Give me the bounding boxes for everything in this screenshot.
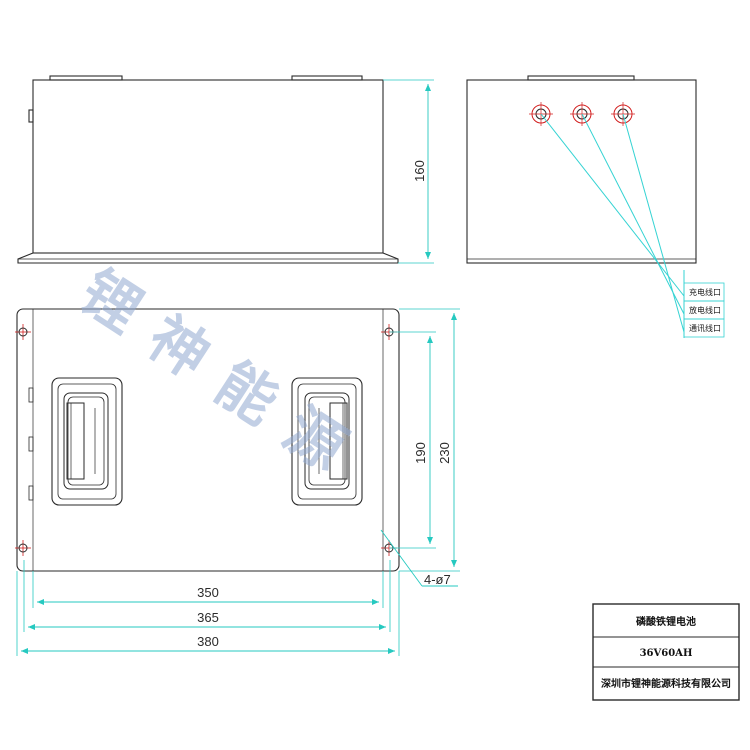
side-view [17,75,399,264]
watermark-char: 神 [136,303,222,392]
side-view-body [32,79,384,254]
front-mid-width-label: 365 [197,610,219,625]
port-leaders [540,113,685,338]
front-view-plate [16,308,400,572]
front-inner-width-label: 350 [197,585,219,600]
side-view-flange [17,252,399,264]
product-name: 磷酸铁锂电池 [636,615,696,628]
left-handle [51,377,123,506]
watermark-char: 能 [204,349,290,438]
discharge-port-label: 放电线口 [689,305,721,315]
hole-spec-label: 4-ø7 [424,572,451,587]
communication-port-label: 通讯线口 [689,323,721,333]
side-view-top-tab-right [291,75,363,81]
side-view-height-dimension: 160 [383,79,434,264]
front-view-height-dimensions [389,308,460,572]
title-block: 磷酸铁锂电池 36V60AH 深圳市锂神能源科技有限公司 [592,603,740,701]
charge-port-label: 充电线口 [689,287,721,297]
top-view-top-tab [527,75,635,81]
mounting-hole-icon [15,324,31,340]
right-handle [291,377,363,506]
side-view-top-tab-left [49,75,123,81]
front-outer-width-label: 380 [197,634,219,649]
watermark: 锂 神 能 源 [68,257,358,484]
mounting-hole-icon [15,540,31,556]
front-view [16,308,400,572]
port-callouts: 充电线口 放电线口 通讯线口 [683,282,725,338]
hole-callout: 4-ø7 [380,529,458,587]
front-view-width-dimensions [16,560,400,656]
top-view [466,75,697,264]
product-model: 36V60AH [640,648,693,659]
side-view-height-label: 160 [412,160,427,182]
watermark-char: 锂 [68,257,154,346]
front-outer-height-label: 230 [437,442,452,464]
company-name: 深圳市锂神能源科技有限公司 [601,677,731,690]
top-view-body [466,79,697,264]
side-view-handle-nub [28,109,34,123]
front-inner-height-label: 190 [413,442,428,464]
